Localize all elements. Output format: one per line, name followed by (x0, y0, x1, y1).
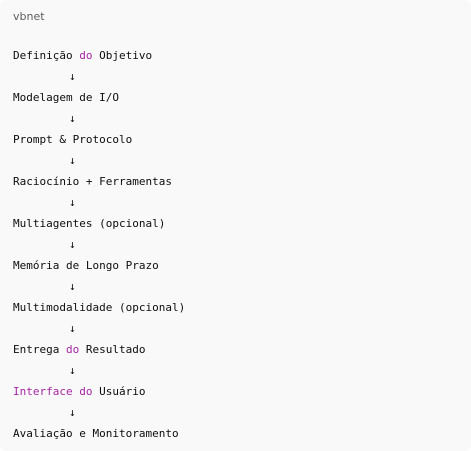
code-keyword: do (79, 49, 93, 62)
code-text: Prompt & Protocolo (13, 133, 133, 146)
code-text: Resultado (79, 343, 146, 356)
code-line-step: Raciocínio + Ferramentas (13, 171, 185, 192)
code-text: Multimodalidade (opcional) (13, 301, 186, 314)
down-arrow-icon: ↓ (69, 280, 76, 293)
down-arrow-icon: ↓ (69, 364, 76, 377)
code-line-step: Multimodalidade (opcional) (13, 297, 185, 318)
code-line-step: Prompt & Protocolo (13, 129, 185, 150)
code-line-step: Entrega do Resultado (13, 339, 185, 360)
code-content[interactable]: Definição do Objetivo ↓ Modelagem de I/O ↓ P… (13, 45, 185, 444)
code-text: Definição (13, 49, 80, 62)
code-line-step: Multiagentes (opcional) (13, 213, 185, 234)
code-keyword: Interface (13, 385, 73, 398)
code-text: Usuário (92, 385, 146, 398)
code-text: Raciocínio + Ferramentas (13, 175, 172, 188)
code-line-step: Interface do Usuário (13, 381, 185, 402)
down-arrow-icon: ↓ (69, 154, 76, 167)
code-text: Multiagentes (opcional) (13, 217, 166, 230)
code-text: Modelagem de I/O (13, 91, 119, 104)
down-arrow-icon: ↓ (69, 238, 76, 251)
code-text: Objetivo (92, 49, 153, 62)
code-line-step: Memória de Longo Prazo (13, 255, 185, 276)
down-arrow-icon: ↓ (69, 70, 76, 83)
code-line-step: Definição do Objetivo (13, 45, 185, 66)
code-text: Memória de Longo Prazo (13, 259, 159, 272)
code-text: Entrega (13, 343, 66, 356)
down-arrow-icon: ↓ (69, 196, 76, 209)
down-arrow-icon: ↓ (69, 406, 76, 419)
code-line-step: Avaliação e Monitoramento (13, 423, 185, 444)
down-arrow-icon: ↓ (69, 112, 76, 125)
code-language-label: vbnet (13, 10, 45, 23)
down-arrow-icon: ↓ (69, 322, 76, 335)
code-keyword: do (65, 343, 80, 356)
code-keyword: do (79, 385, 93, 398)
code-text: Avaliação e Monitoramento (13, 427, 179, 440)
code-line-step: Modelagem de I/O (13, 87, 185, 108)
